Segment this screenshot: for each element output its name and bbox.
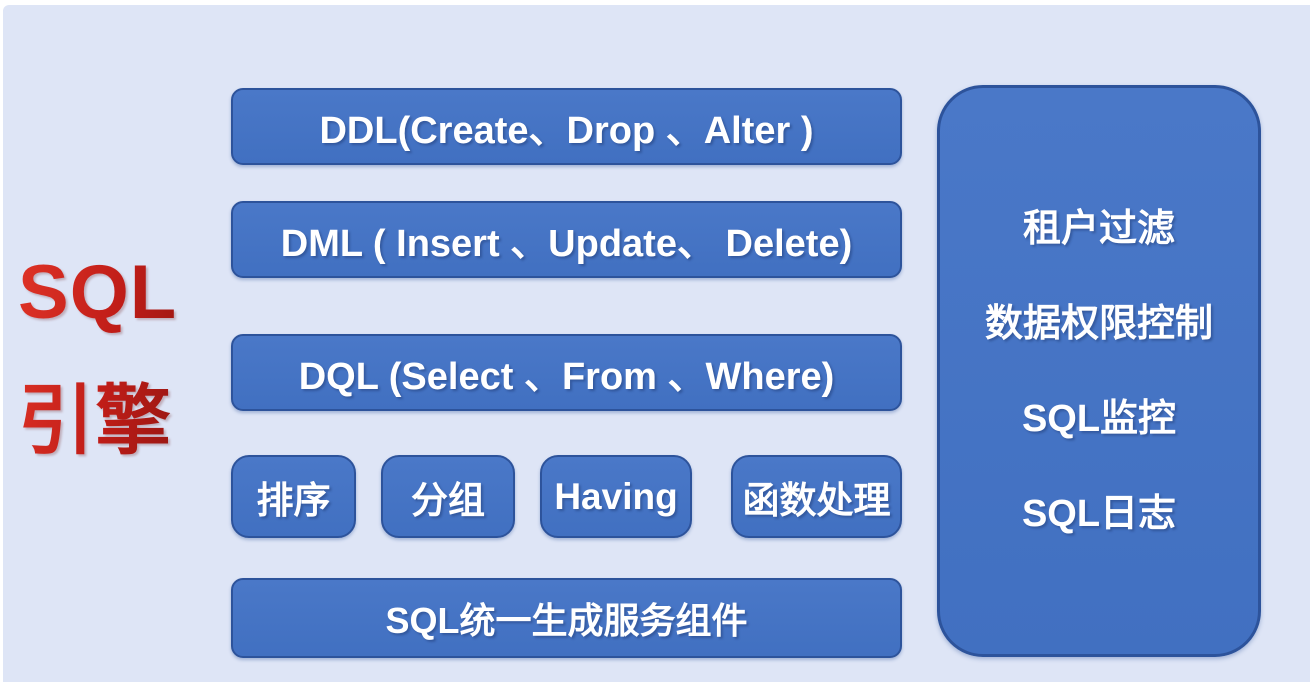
side-panel-item-data-permission: 数据权限控制 [984, 302, 1213, 345]
side-panel: 租户过滤 数据权限控制 SQL监控 SQL日志 [937, 85, 1261, 657]
dml-box: DML ( Insert 、Update、 Delete) [231, 201, 902, 278]
side-panel-item-sql-monitor: SQL监控 [1021, 397, 1177, 440]
clause-box-group-label: 分组 [411, 479, 485, 521]
sql-generation-service-box: SQL统一生成服务组件 [231, 578, 902, 658]
sql-engine-title: SQL 引擎 [18, 228, 228, 486]
dql-box-label: DQL (Select 、From 、Where) [298, 356, 835, 398]
title-line-engine: 引擎 [18, 379, 172, 464]
clause-box-having-label: Having [554, 475, 678, 517]
dql-box: DQL (Select 、From 、Where) [231, 334, 902, 411]
sql-generation-service-label: SQL统一生成服务组件 [385, 600, 748, 641]
ddl-box-label: DDL(Create、Drop 、Alter ) [319, 110, 814, 152]
dml-box-label: DML ( Insert 、Update、 Delete) [280, 223, 853, 265]
title-line-sql: SQL [18, 250, 178, 335]
side-panel-item-sql-log: SQL日志 [1021, 492, 1177, 535]
clause-box-sort: 排序 [231, 455, 356, 538]
clause-box-sort-label: 排序 [256, 479, 331, 521]
ddl-box: DDL(Create、Drop 、Alter ) [231, 88, 902, 165]
clause-box-having: Having [540, 455, 692, 538]
clause-box-function: 函数处理 [731, 455, 902, 538]
clause-box-group: 分组 [381, 455, 515, 538]
clause-box-function-label: 函数处理 [742, 479, 891, 521]
side-panel-item-tenant-filter: 租户过滤 [1022, 207, 1175, 250]
